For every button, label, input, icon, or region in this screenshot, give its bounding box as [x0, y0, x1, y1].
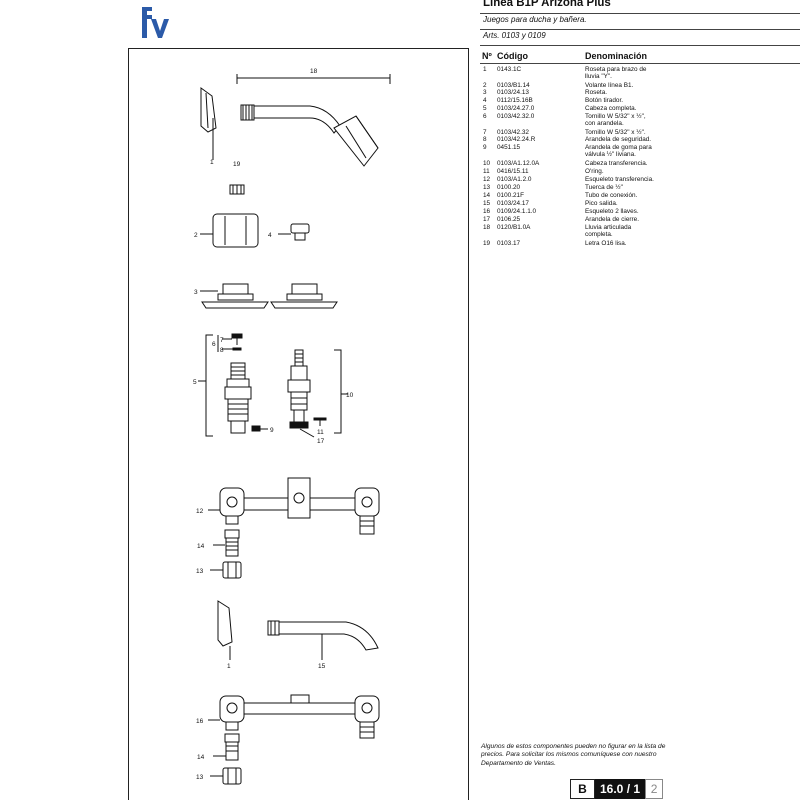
callout-18: 18 — [310, 68, 318, 75]
nut-part-13-bottom — [210, 767, 242, 785]
callout-labels: 18 1 19 2 4 3 6 7 8 5 10 9 11 17 12 14 1… — [193, 68, 354, 781]
callout-3: 3 — [194, 289, 198, 296]
callout-2: 2 — [194, 232, 198, 239]
shower-arm-part-18 — [240, 104, 379, 167]
callout-6: 6 — [212, 341, 216, 348]
callout-4: 4 — [268, 232, 272, 239]
callout-14: 14 — [197, 543, 205, 550]
diverter-body-part-12 — [208, 477, 380, 535]
dimension-18 — [236, 74, 391, 84]
closing-washer-part-17 — [299, 428, 315, 438]
o-ring-part-11 — [313, 417, 327, 426]
callout-16: 16 — [196, 718, 204, 725]
callout-13: 13 — [196, 568, 204, 575]
callout-15: 15 — [318, 663, 326, 670]
callout-1: 1 — [210, 159, 214, 166]
spout-part-15 — [267, 620, 379, 660]
screw-part-7 — [222, 333, 243, 345]
callout-7: 7 — [220, 337, 224, 344]
callout-19: 19 — [233, 161, 241, 168]
callout-11: 11 — [317, 429, 324, 436]
divider — [480, 13, 800, 14]
column-header-code: Código — [497, 51, 528, 61]
callout-9: 9 — [270, 427, 274, 434]
connection-tube-part-14 — [213, 529, 240, 557]
button-part-4 — [278, 223, 310, 241]
callout-17: 17 — [317, 438, 325, 445]
bracket-part-5 — [198, 334, 213, 437]
rosette-part-1-bottom — [217, 600, 233, 660]
footnote: Algunos de estos componentes pueden no f… — [481, 743, 666, 767]
callout-13-bottom: 13 — [196, 774, 204, 781]
callout-5: 5 — [193, 379, 197, 386]
handle-part-2 — [200, 213, 259, 248]
bracket-part-10 — [334, 349, 348, 434]
callout-8: 8 — [220, 347, 224, 354]
rosette-part-3-left — [200, 283, 269, 309]
callout-10: 10 — [346, 392, 354, 399]
fv-logo — [142, 7, 169, 38]
nut-part-13 — [210, 561, 242, 579]
rubber-washer-part-9 — [251, 425, 268, 432]
callout-14-bottom: 14 — [197, 754, 205, 761]
page-number: B 16.0 / 1 2 — [570, 779, 664, 799]
diverter-head-part-10 — [287, 349, 311, 429]
connection-tube-part-14-bottom — [213, 733, 240, 761]
washer-part-8 — [222, 347, 242, 351]
page-next: 2 — [645, 779, 664, 799]
document-title: Línea B1P Arizona Plus — [483, 0, 611, 9]
rosette-part-1-top — [200, 87, 217, 160]
divider — [480, 63, 800, 64]
document-subtitle: Juegos para ducha y bañera. — [483, 15, 587, 24]
rosette-part-3-right — [270, 283, 338, 309]
article-numbers: Arts. 0103 y 0109 — [483, 31, 546, 40]
two-valve-body-part-16 — [208, 694, 380, 739]
page-section: B — [570, 779, 595, 799]
divider — [480, 29, 800, 30]
divider — [480, 45, 800, 46]
column-header-description: Denominación — [585, 51, 648, 61]
page-current: 16.0 / 1 — [595, 779, 646, 799]
callout-12: 12 — [196, 508, 204, 515]
index-letter-part-19 — [229, 184, 245, 195]
cartridge-part-5 — [224, 362, 252, 434]
drawing-frame — [128, 48, 469, 800]
callout-1-bottom: 1 — [227, 663, 231, 670]
column-header-number: Nº — [482, 51, 492, 61]
exploded-parts-drawing: 18 1 19 2 4 3 6 7 8 5 10 9 11 17 12 14 1… — [193, 68, 391, 785]
